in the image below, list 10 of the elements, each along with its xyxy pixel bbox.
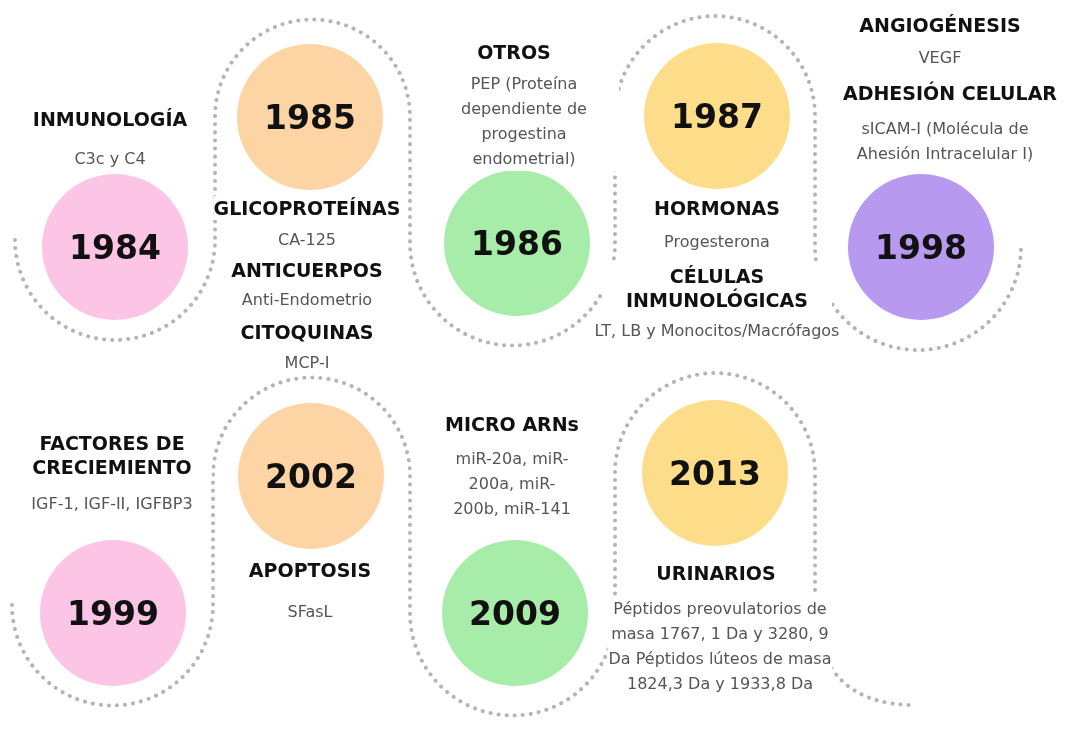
year-label: 1984 [69,227,161,267]
year-label: 2002 [265,456,357,496]
year-label: 1986 [471,223,563,263]
year-label: 1985 [264,97,356,137]
year-label: 2009 [469,593,561,633]
year-label: 1998 [875,227,967,267]
year-label: 1999 [67,593,159,633]
category-heading: GLICOPROTEÍNAS [213,196,401,220]
year-label: 2013 [669,453,761,493]
year-label: 1987 [671,96,763,136]
